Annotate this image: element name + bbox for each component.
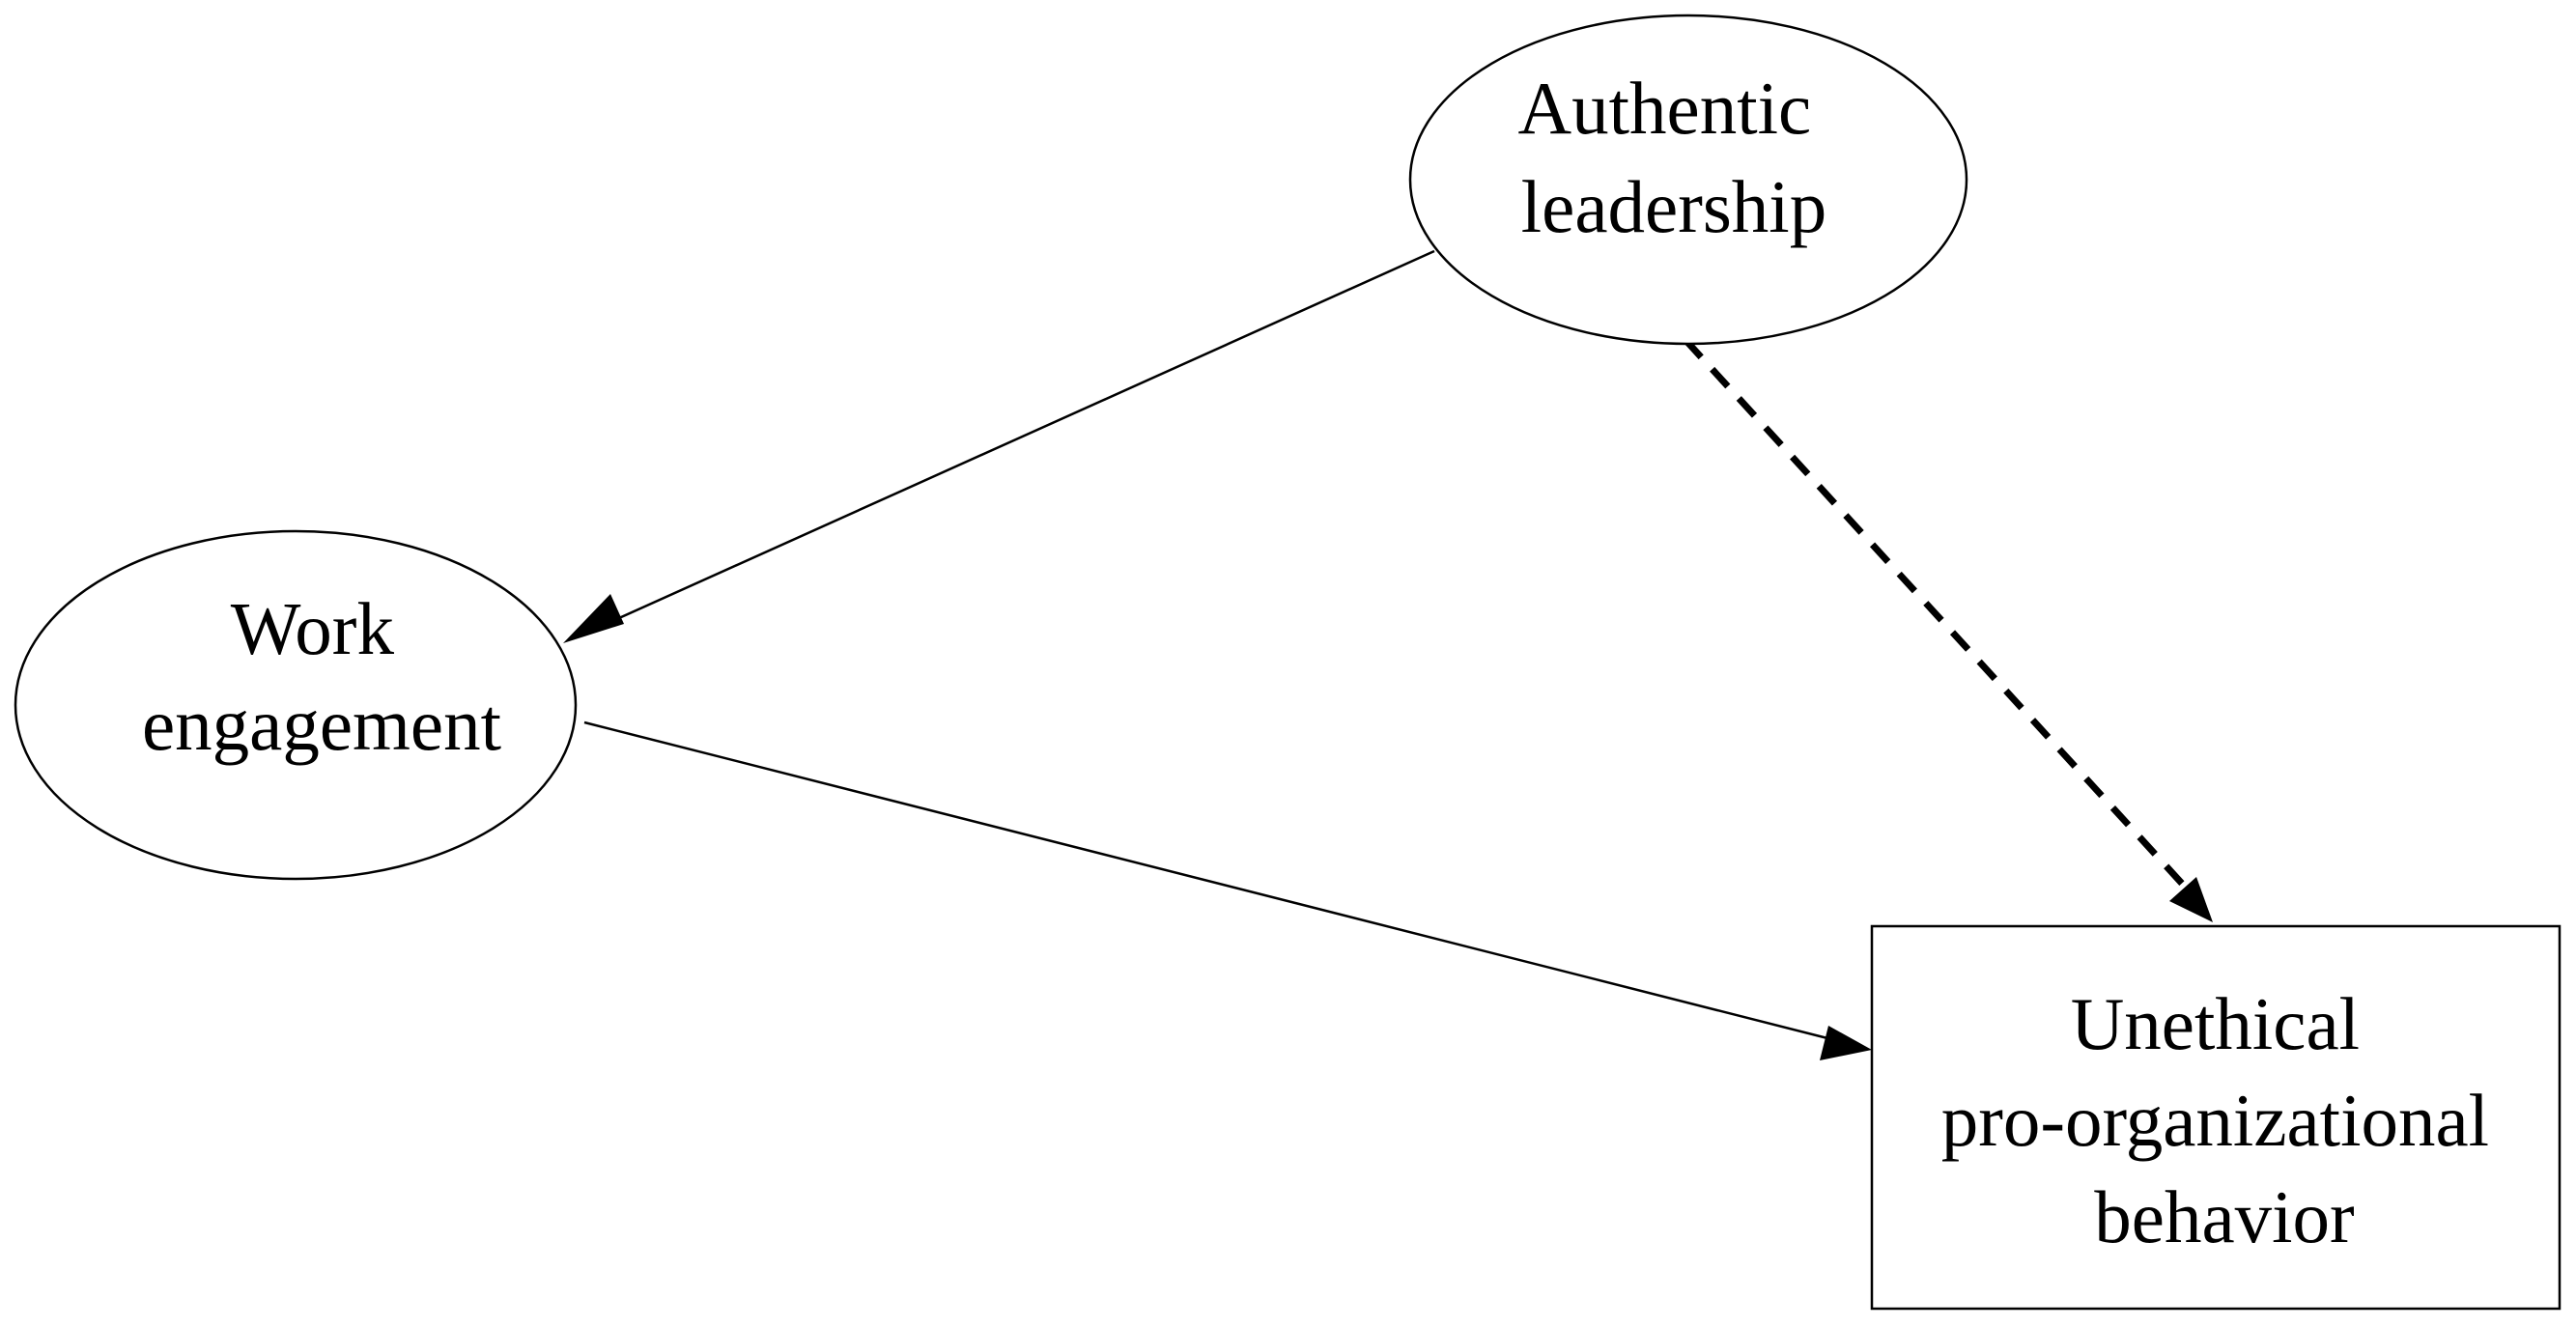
node-authentic-leadership: Authentic leadership: [1408, 14, 1968, 346]
node-work-engagement: Work engagement: [14, 529, 578, 881]
edge-authentic-leadership-to-work-engagement: [590, 249, 1435, 633]
arrowhead-work-engagement: [563, 594, 624, 643]
arrowhead-upb-from-authentic-leadership: [2169, 877, 2213, 922]
authentic-leadership-label-line-1: Authentic: [1518, 67, 1812, 150]
work-engagement-label-line-1: Work: [231, 587, 395, 670]
edge-authentic-leadership-to-upb-dashed: [1683, 337, 2188, 889]
edge-work-engagement-to-upb: [583, 720, 1832, 1041]
arrowhead-upb-from-work-engagement: [1820, 1026, 1872, 1060]
upb-label-line-1: Unethical: [2071, 982, 2360, 1065]
upb-label-line-2: pro-organizational: [1941, 1079, 2489, 1162]
authentic-leadership-label-line-2: leadership: [1521, 165, 1826, 248]
node-unethical-pro-organizational-behavior: Unethical pro-organizational behavior: [1870, 924, 2562, 1311]
work-engagement-ellipse: [14, 529, 578, 881]
svg-text:Authentic leadership: Authentic leadership: [1518, 67, 1830, 248]
work-engagement-label-line-2: engagement: [142, 683, 501, 766]
upb-rectangle: [1870, 924, 2562, 1311]
svg-text:Unethical pro-organizati: Unethical pro-organizational behavior: [1941, 982, 2508, 1258]
edges: [563, 249, 2213, 1060]
svg-text:Work engagement: Work engagement: [142, 587, 501, 766]
upb-label-line-3: behavior: [2094, 1175, 2354, 1258]
authentic-leadership-ellipse: [1408, 14, 1968, 346]
